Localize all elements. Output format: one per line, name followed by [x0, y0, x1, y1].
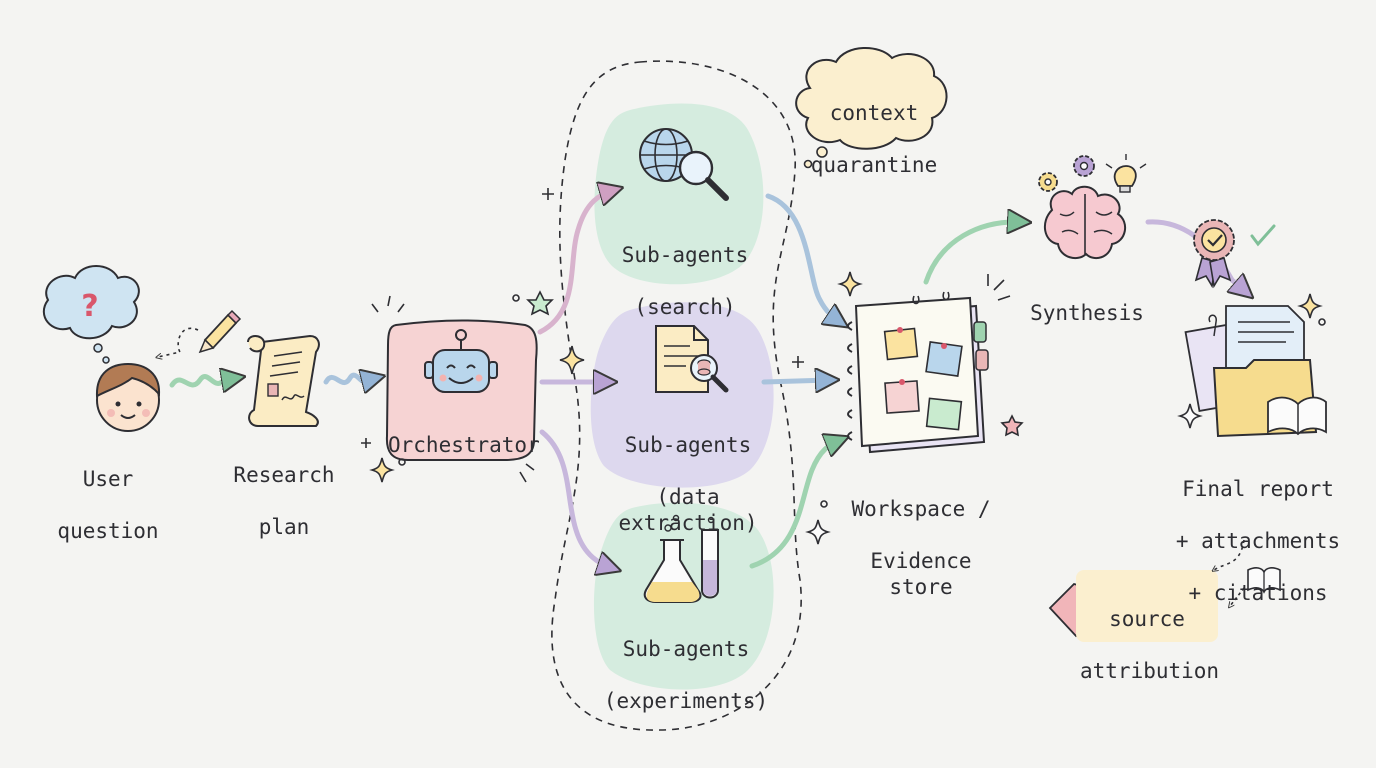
orchestrator-to-experiments-arrow — [539, 429, 612, 568]
extraction-agent-blob — [590, 302, 774, 488]
user-question-line1: User — [82, 467, 134, 491]
synthesis-label: Synthesis — [1024, 274, 1150, 352]
flask-testtube-icon — [643, 514, 719, 603]
user-question-line2: question — [57, 519, 159, 543]
report-to-attribution-dotted — [1214, 539, 1245, 570]
workspace-label: Workspace / Evidence store — [836, 470, 1006, 626]
user-question-icon: ? — [42, 265, 140, 364]
synthesis-text: Synthesis — [1030, 301, 1144, 325]
notebook-sticky-notes-icon — [847, 291, 989, 454]
robot-icon — [424, 329, 498, 393]
search-agent-line1: Sub-agents — [621, 243, 749, 267]
book-to-attribution-dotted — [1230, 587, 1245, 606]
workspace-to-synthesis-arrow — [923, 222, 1022, 285]
extraction-to-workspace-arrow — [761, 380, 830, 382]
extraction-agent-label: Sub-agents (data extraction) — [590, 406, 786, 562]
quarantine-boundary — [551, 60, 802, 731]
final-report-line2: + attachments — [1175, 529, 1341, 553]
pencil-icon — [198, 309, 242, 354]
extraction-agent-line1: Sub-agents — [624, 433, 752, 457]
quarantine-cloud — [795, 46, 948, 169]
document-database-icon — [655, 325, 729, 393]
research-plan-line2: plan — [258, 515, 310, 539]
orchestrator-text: Orchestrator — [388, 433, 540, 457]
rosette-check-icon — [1193, 219, 1276, 289]
person-thinking-icon — [95, 362, 161, 432]
experiments-agent-label: Sub-agents (experiments) — [596, 610, 776, 740]
final-report-line3: + citations — [1188, 581, 1328, 605]
brain-gears-icon — [1038, 154, 1147, 260]
user-to-plan-arrow — [169, 377, 236, 385]
search-agent-label: Sub-agents (search) — [600, 216, 770, 346]
sparkle-decorations — [361, 188, 1326, 545]
research-plan-line1: Research — [233, 463, 335, 487]
quarantine-line2: quarantine — [810, 153, 938, 177]
experiments-agent-line2: (experiments) — [603, 689, 769, 713]
folder-documents-icon — [1184, 305, 1327, 438]
search-agent-line2: (search) — [634, 295, 736, 319]
plan-to-orchestrator-arrow — [323, 375, 376, 382]
research-plan-label: Research plan — [224, 436, 344, 566]
source-attribution-line1: source — [1109, 607, 1185, 631]
quarantine-label: context quarantine — [806, 74, 942, 204]
search-agent-blob — [594, 103, 764, 285]
globe-magnifier-icon — [639, 128, 729, 201]
source-attribution-label: source attribution — [1080, 580, 1220, 710]
experiments-agent-line1: Sub-agents — [622, 637, 750, 661]
source-attribution-line2: attribution — [1080, 659, 1220, 683]
svg-text:?: ? — [81, 289, 98, 324]
final-report-line1: Final report — [1182, 477, 1334, 501]
experiments-to-workspace-arrow — [749, 440, 840, 569]
feedback-dotted-arrow — [158, 327, 199, 357]
orchestrator-label: Orchestrator — [388, 406, 540, 484]
workspace-line1: Workspace / — [851, 497, 991, 521]
quarantine-line1: context — [829, 101, 919, 125]
final-report-label: Final report + attachments + citations — [1170, 450, 1346, 632]
scroll-icon — [247, 334, 320, 427]
extraction-agent-line2: (data extraction) — [618, 485, 758, 535]
workspace-line2: Evidence store — [870, 549, 972, 599]
search-to-workspace-arrow — [765, 193, 840, 322]
open-book-icon — [1247, 567, 1281, 594]
attribution-box — [1076, 570, 1218, 642]
orchestrator-to-search-arrow — [537, 190, 614, 335]
user-question-label: User question — [48, 440, 168, 570]
